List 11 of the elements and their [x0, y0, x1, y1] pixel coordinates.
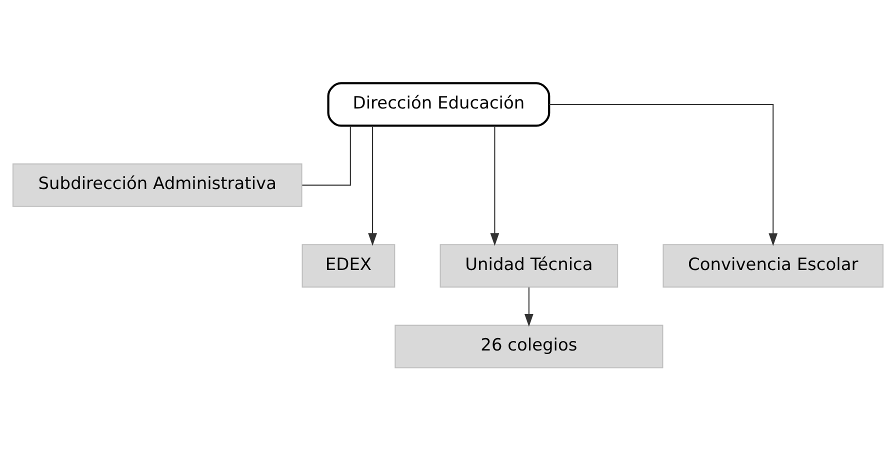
- node-box: Convivencia Escolar: [662, 244, 884, 288]
- node-box: 26 colegios: [394, 324, 664, 368]
- node-box: Unidad Técnica: [440, 244, 618, 288]
- connector: [302, 126, 351, 186]
- arrow: [524, 287, 534, 327]
- arrow: [549, 104, 778, 246]
- node-box: Dirección Educación: [327, 82, 550, 127]
- arrow: [368, 126, 377, 246]
- node-box: EDEX: [302, 244, 396, 288]
- arrow: [490, 126, 500, 246]
- node-box: Subdirección Administrativa: [12, 163, 302, 207]
